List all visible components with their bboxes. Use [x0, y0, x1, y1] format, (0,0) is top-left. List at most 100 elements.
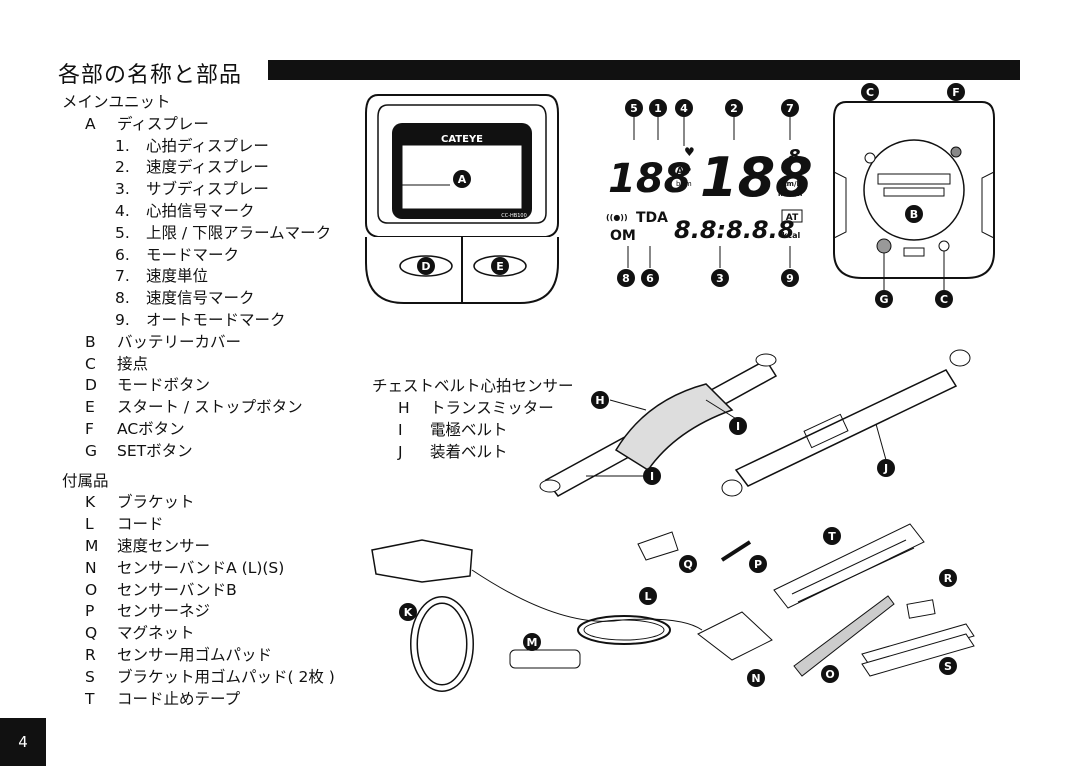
- item-letter: O: [85, 580, 98, 599]
- chest-belt-illustration: H I I J: [539, 349, 971, 497]
- svg-text:OM: OM: [610, 228, 636, 244]
- item-label: スタート / ストップボタン: [117, 398, 303, 417]
- svg-text:G: G: [879, 293, 888, 306]
- item-label: バッテリーカバー: [117, 332, 242, 351]
- brand-logo-text: CATEYE: [441, 134, 483, 145]
- item-label: センサーバンドB: [117, 580, 237, 599]
- title-bar: [268, 60, 1020, 80]
- item-label: センサー用ゴムパッド: [117, 645, 273, 664]
- main-unit-illustration: CATEYE CC-HB100 A D E: [365, 94, 559, 304]
- callouts-bottom: 8 6 3 9: [617, 269, 799, 287]
- item-label: サブディスプレー: [146, 180, 269, 199]
- svg-text:8: 8: [788, 146, 801, 167]
- item-label: 接点: [117, 354, 149, 373]
- svg-text:J: J: [883, 462, 888, 475]
- item-letter: L: [85, 515, 94, 534]
- item-letter: C: [85, 354, 96, 373]
- item-label: ACボタン: [117, 419, 185, 438]
- item-label: ブラケット用ゴムパッド( 2枚 ): [117, 667, 335, 686]
- callouts-top: 5 1 4 2 7: [625, 99, 799, 117]
- svg-text:L: L: [644, 590, 651, 603]
- callout-a-icon: [453, 170, 471, 188]
- item-letter: G: [85, 441, 98, 460]
- item-letter: N: [85, 558, 97, 577]
- speed-sensor-shape: [509, 649, 581, 669]
- item-letter: A: [85, 114, 96, 133]
- item-label: 速度ディスプレー: [146, 158, 269, 177]
- list-item: S ブラケット用ゴムパッド( 2枚 ): [60, 667, 360, 689]
- cord-coil-shape: [577, 615, 671, 645]
- item-letter: Q: [85, 624, 98, 643]
- svg-text:km/h: km/h: [782, 180, 802, 188]
- svg-text:O: O: [825, 668, 834, 681]
- accessories-illustration: K L M Q P N T O R S: [371, 523, 975, 692]
- svg-text:M: M: [527, 636, 538, 649]
- item-label: 心拍信号マーク: [146, 201, 255, 220]
- svg-text:TDA: TDA: [636, 210, 668, 226]
- item-number: 4.: [115, 201, 130, 220]
- list-item: 2.速度ディスプレー: [60, 157, 360, 179]
- svg-text:I: I: [736, 420, 740, 433]
- item-label: ディスプレー: [117, 114, 209, 133]
- callout-d-icon: [417, 257, 435, 275]
- lcd-illustration: 5 1 4 2 7 188 AP bpm ♥ 188 8 km/h mile/h…: [606, 99, 812, 287]
- svg-text:7: 7: [786, 102, 794, 115]
- svg-text:B: B: [910, 208, 918, 221]
- svg-text:bpm: bpm: [676, 180, 692, 188]
- item-letter: S: [85, 667, 95, 686]
- item-label: モードマーク: [146, 245, 240, 264]
- item-number: 9.: [115, 310, 130, 329]
- item-label: センサーネジ: [117, 602, 211, 621]
- item-letter: F: [85, 419, 94, 438]
- item-label: コード: [117, 515, 164, 534]
- svg-text:K: K: [404, 606, 413, 619]
- svg-text:2: 2: [730, 102, 738, 115]
- item-label: センサーバンドA (L)(S): [117, 558, 285, 577]
- list-item: B バッテリーカバー: [60, 332, 360, 354]
- item-letter: R: [85, 645, 96, 664]
- list-item: L コード: [60, 514, 360, 536]
- list-item: 8.速度信号マーク: [60, 288, 360, 310]
- svg-text:E: E: [496, 260, 504, 273]
- list-item: F ACボタン: [60, 419, 360, 441]
- svg-text:N: N: [751, 672, 760, 685]
- list-item: A ディスプレー: [60, 114, 360, 136]
- item-letter: E: [85, 398, 95, 417]
- svg-text:9: 9: [786, 272, 794, 285]
- svg-text:AT: AT: [786, 213, 799, 223]
- list-item: C 接点: [60, 354, 360, 376]
- svg-text:1: 1: [654, 102, 662, 115]
- svg-text:C: C: [940, 293, 948, 306]
- svg-text:Q: Q: [683, 558, 692, 571]
- list-item: 6. モードマーク: [60, 245, 360, 267]
- section-title: 各部の名称と部品: [58, 63, 243, 88]
- model-text: CC-HB100: [501, 213, 527, 219]
- lcd-speed-digits: 188: [700, 146, 812, 209]
- main-unit-heading: メインユニット: [62, 93, 171, 111]
- list-item: 1.心拍ディスプレー: [60, 136, 360, 158]
- item-letter: K: [85, 493, 96, 512]
- list-item: 5.上限 / 下限アラームマーク: [60, 223, 360, 245]
- item-letter: M: [85, 536, 99, 555]
- list-item: 3.サブディスプレー: [60, 179, 360, 201]
- page-number: 4: [0, 718, 46, 766]
- svg-text:3: 3: [716, 272, 724, 285]
- svg-text:kcal: kcal: [782, 231, 800, 240]
- svg-text:D: D: [421, 260, 430, 273]
- svg-text:T: T: [828, 530, 836, 543]
- svg-text:P: P: [754, 558, 762, 571]
- item-letter: B: [85, 332, 96, 351]
- item-label: 上限 / 下限アラームマーク: [146, 223, 332, 242]
- item-number: 6.: [115, 245, 130, 264]
- transmitter-shape: [614, 383, 734, 472]
- item-label: SETボタン: [117, 441, 193, 460]
- list-item: N センサーバンドA (L)(S): [60, 558, 360, 580]
- list-item: 4. 心拍信号マーク: [60, 201, 360, 223]
